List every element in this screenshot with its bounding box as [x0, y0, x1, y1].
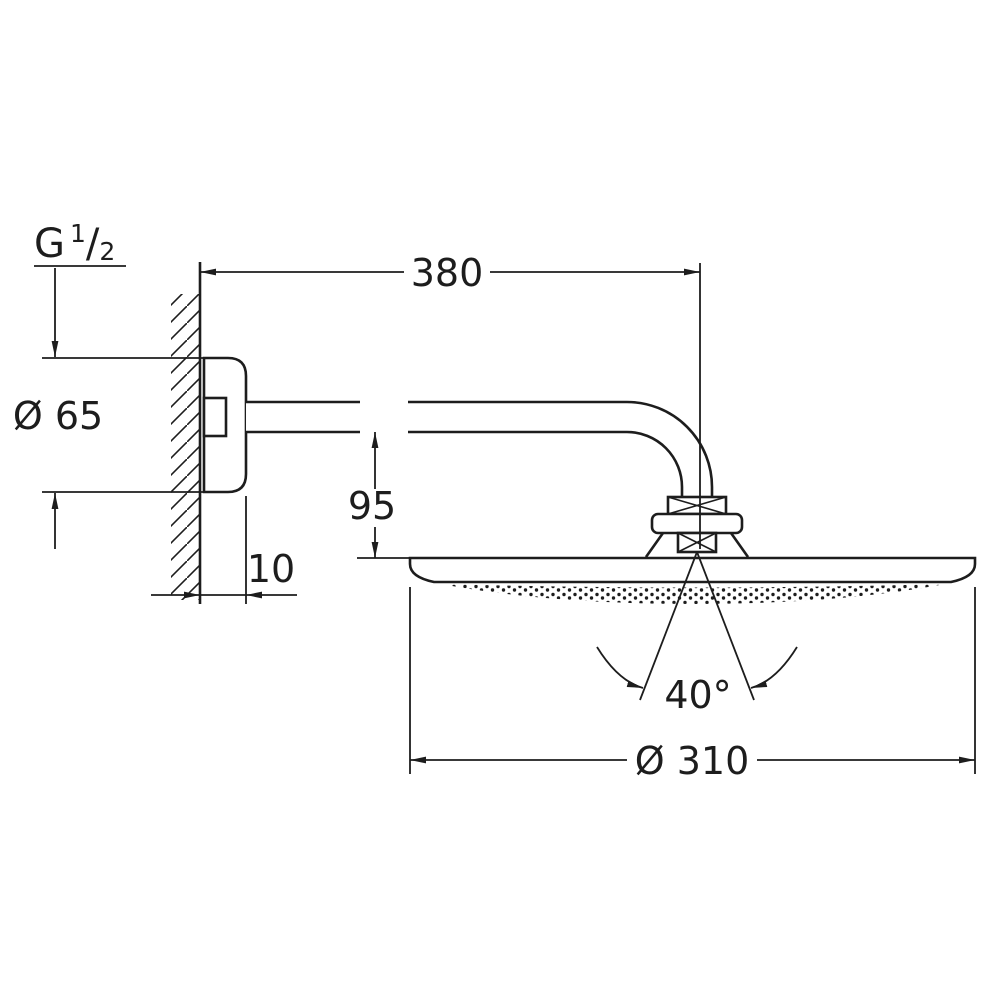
spray-angle-line-right	[696, 551, 755, 701]
arm-segment1-fill	[246, 403, 360, 431]
dim-label-bg	[627, 741, 757, 781]
joint-slope-right	[729, 532, 750, 558]
dim-label-bg	[349, 489, 396, 527]
thread-boss	[202, 396, 228, 438]
dimension-wall-offset: 10	[151, 496, 297, 604]
dim-label-arm-length: 380	[411, 251, 484, 295]
dim-label-spray-angle: 40°	[664, 673, 731, 717]
dimension-drop-height: 95	[348, 432, 410, 559]
arm-ball-joint	[644, 495, 750, 558]
dimension-arm-length: 380	[200, 250, 701, 549]
head-plate	[408, 556, 977, 584]
spray-angle-line-left	[639, 551, 698, 701]
dim-label-bg	[404, 250, 490, 290]
arm-elbow-fill	[408, 402, 712, 497]
joint-slope-left	[644, 532, 665, 558]
wall	[171, 262, 202, 604]
spray-face-nozzles	[441, 584, 945, 604]
dimension-head-diameter: Ø 310	[409, 587, 976, 783]
dimension-spray-angle: 40°	[596, 551, 798, 717]
arm-segment1-outline	[246, 400, 360, 434]
dim-label-wall-offset: 10	[247, 547, 295, 591]
mounting-flange	[202, 356, 248, 494]
joint-block-cross-b	[677, 532, 717, 553]
joint-nut-cross-b	[667, 496, 727, 515]
arm-elbow-outline	[408, 400, 714, 497]
spray-angle-arc-left	[596, 646, 644, 689]
wall-hatching	[171, 294, 200, 600]
joint-collar	[650, 512, 744, 535]
shower-arm	[246, 400, 714, 497]
shower-head	[408, 556, 977, 604]
dim-label-head-diameter: Ø 310	[635, 739, 750, 783]
dimension-flange-diameter: Ø 65	[13, 268, 204, 549]
dim-label-flange-diameter: Ø 65	[13, 394, 103, 438]
spray-angle-arc-right	[750, 646, 798, 689]
dim-label-drop-height: 95	[348, 484, 396, 528]
